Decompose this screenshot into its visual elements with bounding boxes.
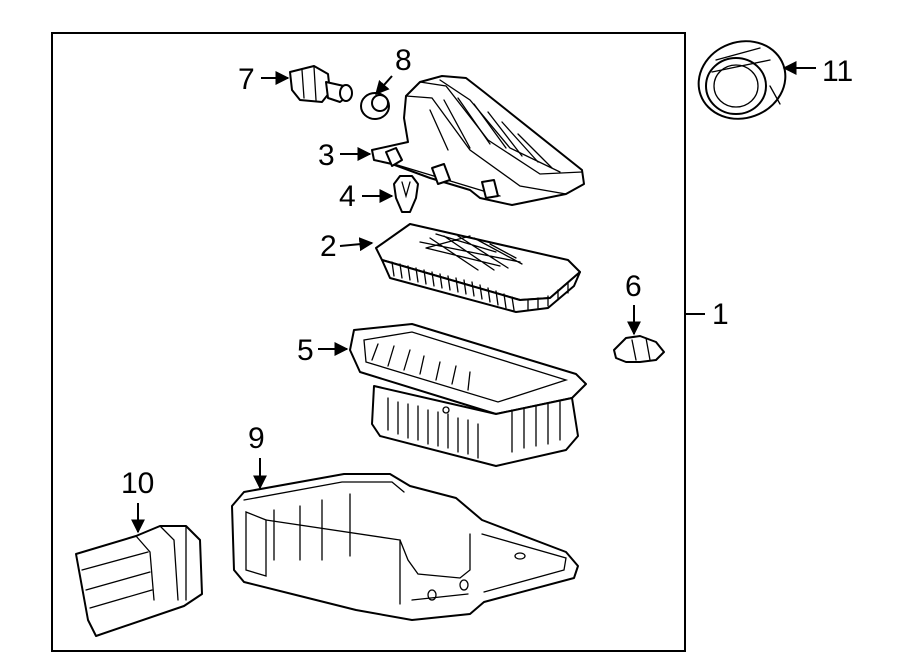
- callout-3: 3: [318, 139, 335, 172]
- arrow-2: [339, 237, 374, 252]
- callout-2: 2: [320, 230, 337, 263]
- tray-part-9[interactable]: [231, 473, 579, 621]
- callout-10: 10: [121, 467, 154, 500]
- lower-housing-part-5[interactable]: [349, 323, 587, 467]
- clamp-part-6[interactable]: [613, 335, 665, 363]
- clip-part-4[interactable]: [393, 175, 419, 213]
- callout-6: 6: [625, 270, 642, 303]
- callout-5: 5: [297, 334, 314, 367]
- sensor-part-7[interactable]: [289, 65, 353, 103]
- callout-1: 1: [712, 298, 729, 331]
- duct-part-10[interactable]: [75, 525, 203, 637]
- callout-7: 7: [238, 63, 255, 96]
- callout-9: 9: [248, 422, 265, 455]
- clamp-ring-part-11[interactable]: [688, 29, 797, 131]
- filter-element-part-2[interactable]: [375, 223, 581, 313]
- grommet-part-8[interactable]: [360, 92, 390, 120]
- callout-8: 8: [395, 44, 412, 77]
- callout-4: 4: [339, 180, 356, 213]
- callout-11: 11: [822, 55, 853, 88]
- assembly-frame: [51, 32, 686, 652]
- arrow-8: [375, 75, 393, 96]
- upper-cover-part-3[interactable]: [371, 75, 585, 206]
